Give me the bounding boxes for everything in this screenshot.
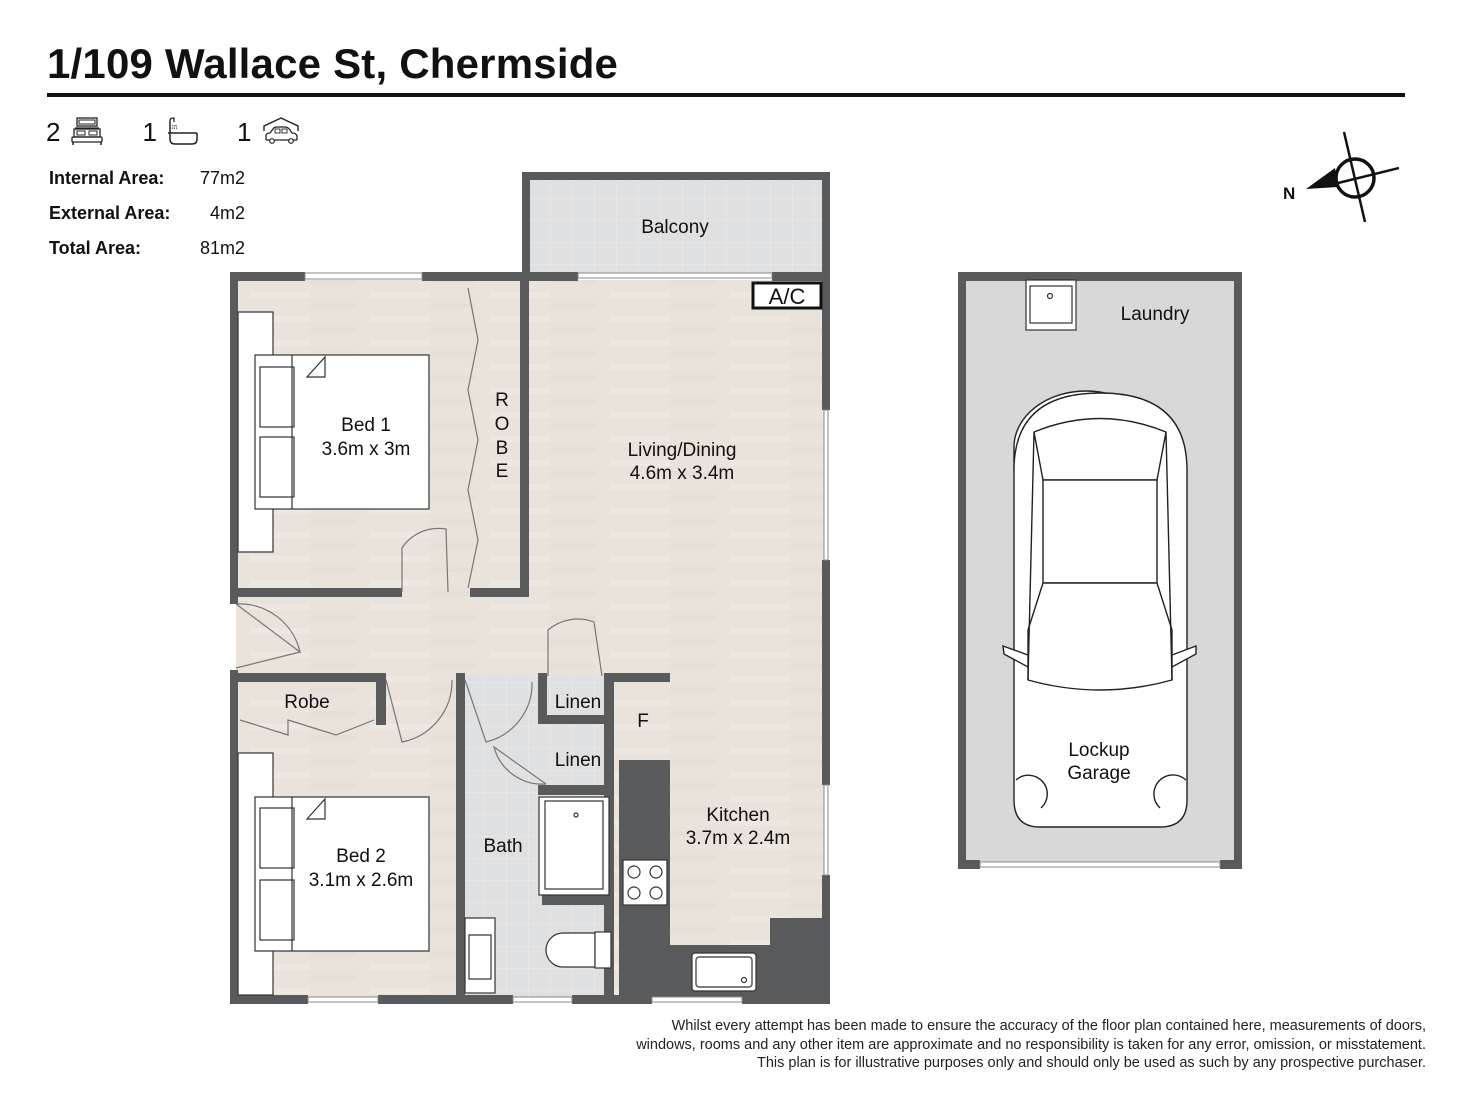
- label-robe1-b: B: [496, 438, 509, 459]
- toilet: [545, 932, 596, 968]
- north-arrow-icon: [1306, 131, 1400, 223]
- disclaimer-line-2: windows, rooms and any other item are ap…: [636, 1036, 1426, 1053]
- label-linen1: Linen: [555, 692, 602, 713]
- label-robe1-e: E: [496, 461, 509, 482]
- label-laundry: Laundry: [1121, 304, 1190, 325]
- internal-area-value: 77m2: [199, 168, 245, 188]
- disclaimer: Whilst every attempt has been made to en…: [526, 1017, 1426, 1073]
- label-bath: Bath: [483, 836, 522, 857]
- ac-unit: [751, 281, 823, 310]
- label-living-size: 4.6m x 3.4m: [630, 463, 735, 484]
- car-outline: [1002, 390, 1197, 828]
- label-living: Living/Dining: [628, 440, 737, 461]
- label-fridge: F: [637, 711, 649, 732]
- label-robe1-o: O: [495, 414, 510, 435]
- furniture: [237, 279, 1077, 996]
- feature-bathrooms: 1: [142, 117, 198, 148]
- label-bed1-size: 3.6m x 3m: [322, 439, 411, 460]
- label-bed1: Bed 1: [341, 415, 391, 436]
- label-robe2: Robe: [284, 692, 329, 713]
- balcony-floor: [528, 180, 824, 275]
- car-space-count: 1: [236, 116, 252, 147]
- label-robe1-r: R: [495, 390, 509, 411]
- total-area-label: Total Area:: [49, 238, 142, 258]
- bed-icon: [71, 117, 104, 145]
- garage-car-icon: [263, 117, 300, 144]
- feature-car-spaces: 1: [237, 117, 301, 148]
- label-bed2: Bed 2: [336, 846, 386, 867]
- label-kitchen: Kitchen: [706, 805, 769, 826]
- property-features: 2 1 1: [46, 114, 339, 150]
- label-balcony: Balcony: [641, 217, 709, 238]
- windows: [304, 272, 1221, 1003]
- disclaimer-line-3: This plan is for illustrative purposes o…: [757, 1055, 1426, 1071]
- bedroom-count: 2: [46, 116, 61, 147]
- doors: [235, 287, 603, 785]
- title-divider: [47, 93, 1405, 97]
- property-title: 1/109 Wallace St, Chermside: [47, 40, 619, 87]
- internal-area-label: Internal Area:: [49, 168, 165, 188]
- room-labels: Balcony A/C Bed 1 3.6m x 3m R O B E Livi…: [284, 217, 1190, 891]
- external-area-value: 4m2: [209, 203, 245, 223]
- total-area-value: 81m2: [199, 238, 245, 258]
- label-kitchen-size: 3.7m x 2.4m: [686, 828, 791, 849]
- cooktop: [622, 859, 668, 906]
- label-bed2-size: 3.1m x 2.6m: [309, 870, 414, 891]
- feature-bedrooms: 2: [46, 117, 104, 148]
- north-label: N: [1283, 184, 1296, 203]
- label-linen2: Linen: [555, 750, 602, 771]
- bathroom-count: 1: [142, 116, 157, 147]
- disclaimer-line-1: Whilst every attempt has been made to en…: [671, 1018, 1426, 1034]
- external-area-label: External Area:: [49, 203, 171, 223]
- label-ac: A/C: [769, 284, 806, 309]
- label-garage-line1: Lockup: [1068, 740, 1129, 761]
- bath-icon: [167, 117, 198, 145]
- label-garage-line2: Garage: [1067, 763, 1130, 784]
